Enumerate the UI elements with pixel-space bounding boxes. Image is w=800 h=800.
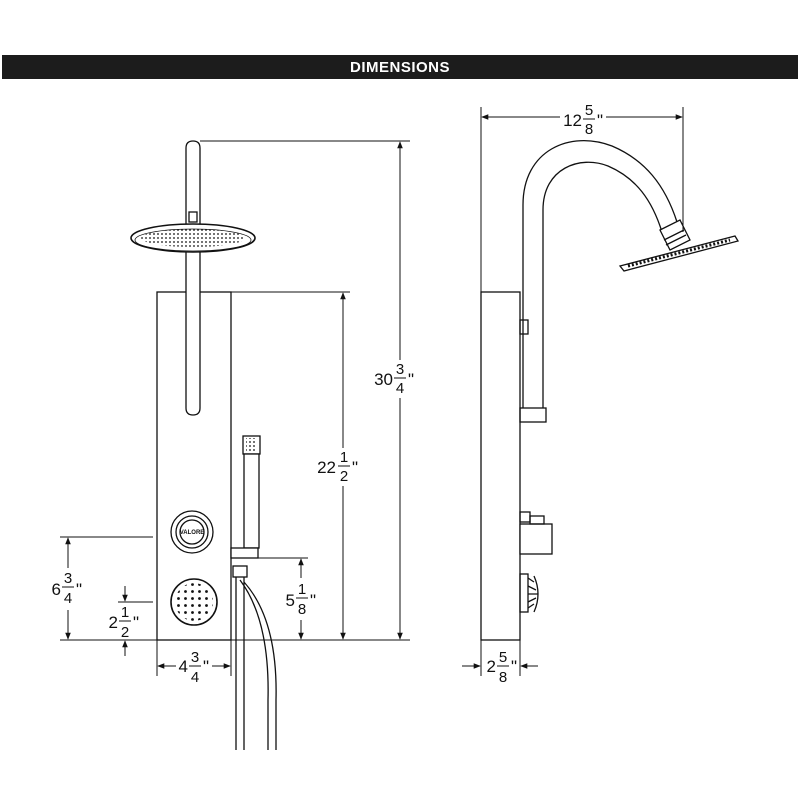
panel-height-num: 1 [340,449,348,466]
hose [235,577,277,750]
jet-height-whole: 2 [109,613,118,632]
holder-height-dimension: 5 1 8 " [258,557,316,640]
arm-base-collar [519,407,547,423]
hand-shower [230,435,261,578]
total-height-den: 4 [396,380,404,397]
jet-height-num: 1 [121,604,129,621]
gooseneck-arm [522,140,678,408]
front-view: VALORE 30 3 4 " [52,140,414,750]
body-jet [170,578,218,626]
arm-reach-whole: 12 [563,111,582,130]
panel-depth-whole: 2 [487,657,496,676]
side-valve-handle [519,511,553,555]
arm-reach-num: 5 [585,102,593,119]
valve-height-den: 4 [64,590,72,607]
panel-height-dimension: 22 1 2 " [231,291,358,640]
jet-height-unit: " [133,613,139,632]
arm-reach-unit: " [597,111,603,130]
valve-height-whole: 6 [52,580,61,599]
total-height-unit: " [408,370,414,389]
holder-height-unit: " [310,591,316,610]
valve-height-dimension: 6 3 4 " [52,536,157,641]
total-height-num: 3 [396,361,404,378]
arm-mount-block [519,319,529,335]
arm-reach-den: 8 [585,121,593,138]
panel-depth-num: 5 [499,649,507,666]
panel-width-whole: 4 [179,657,188,676]
rain-shower-head [130,211,256,253]
dimensions-banner: DIMENSIONS [2,55,798,79]
holder-height-num: 1 [298,581,306,598]
shower-panel-side [480,291,521,641]
valve-logo-text: VALORE [180,530,205,536]
panel-depth-dimension: 2 5 8 " [462,640,538,686]
riser-pipe-front [185,140,201,416]
valve-height-unit: " [76,580,82,599]
jet-height-dimension: 2 1 2 " [109,586,153,656]
side-body-jet [519,573,539,613]
holder-height-whole: 5 [286,591,295,610]
panel-depth-den: 8 [499,669,507,686]
banner-title: DIMENSIONS [349,58,450,76]
holder-height-den: 8 [298,601,306,618]
panel-width-num: 3 [191,649,199,666]
total-height-whole: 30 [374,370,393,389]
total-height-dimension: 30 3 4 " [200,140,414,641]
side-view: 12 5 8 " 2 5 8 " [462,102,740,686]
panel-depth-unit: " [511,657,517,676]
jet-height-den: 2 [121,624,129,641]
panel-width-unit: " [203,657,209,676]
valve-height-num: 3 [64,570,72,587]
arm-reach-dimension: 12 5 8 " [480,102,684,292]
panel-height-den: 2 [340,468,348,485]
panel-height-whole: 22 [317,458,336,477]
panel-width-den: 4 [191,669,199,686]
side-head-connector [659,219,691,251]
panel-height-unit: " [352,458,358,477]
side-shower-head [618,235,740,272]
valve-control: VALORE [170,510,214,554]
panel-width-dimension: 4 3 4 " [156,640,232,686]
